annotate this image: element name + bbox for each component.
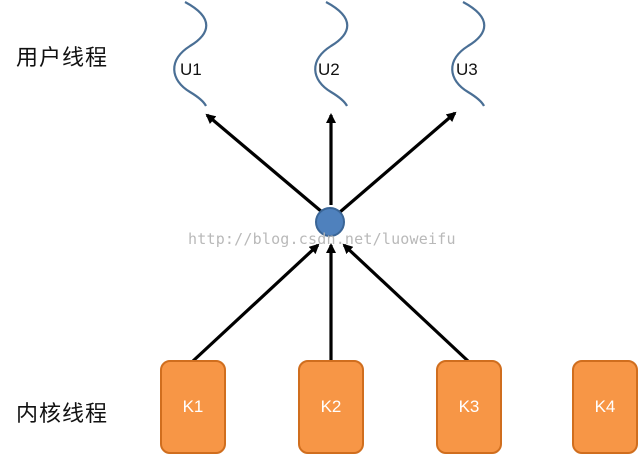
arrow-k1-to-hub [191, 243, 320, 363]
arrow-k3-to-hub [342, 243, 470, 363]
u2-thread-wave [314, 1, 349, 107]
kernel-thread-k2: K2 [298, 360, 364, 454]
u3-thread-wave [451, 1, 486, 107]
arrow-hub-to-u1 [205, 113, 324, 214]
kernel-threads-label: 内核线程 [16, 402, 109, 427]
user-thread-u3: U3 [456, 60, 478, 79]
kernel-thread-k2-label: K2 [320, 397, 342, 416]
watermark-url: http://blog.csdn.net/luoweifu [188, 230, 456, 248]
kernel-thread-k3: K3 [436, 360, 502, 454]
user-thread-u2: U2 [318, 60, 340, 79]
kernel-thread-k4-label: K4 [594, 397, 616, 416]
u1-thread-wave [173, 1, 208, 107]
scheduler-hub [315, 207, 345, 237]
kernel-thread-k3-label: K3 [458, 397, 480, 416]
user-threads-label: 用户线程 [16, 46, 109, 71]
user-thread-u1: U1 [180, 60, 202, 79]
kernel-thread-k4: K4 [572, 360, 638, 454]
kernel-thread-k1-label: K1 [182, 397, 204, 416]
kernel-thread-k1: K1 [160, 360, 226, 454]
arrow-hub-to-u3 [338, 111, 457, 214]
